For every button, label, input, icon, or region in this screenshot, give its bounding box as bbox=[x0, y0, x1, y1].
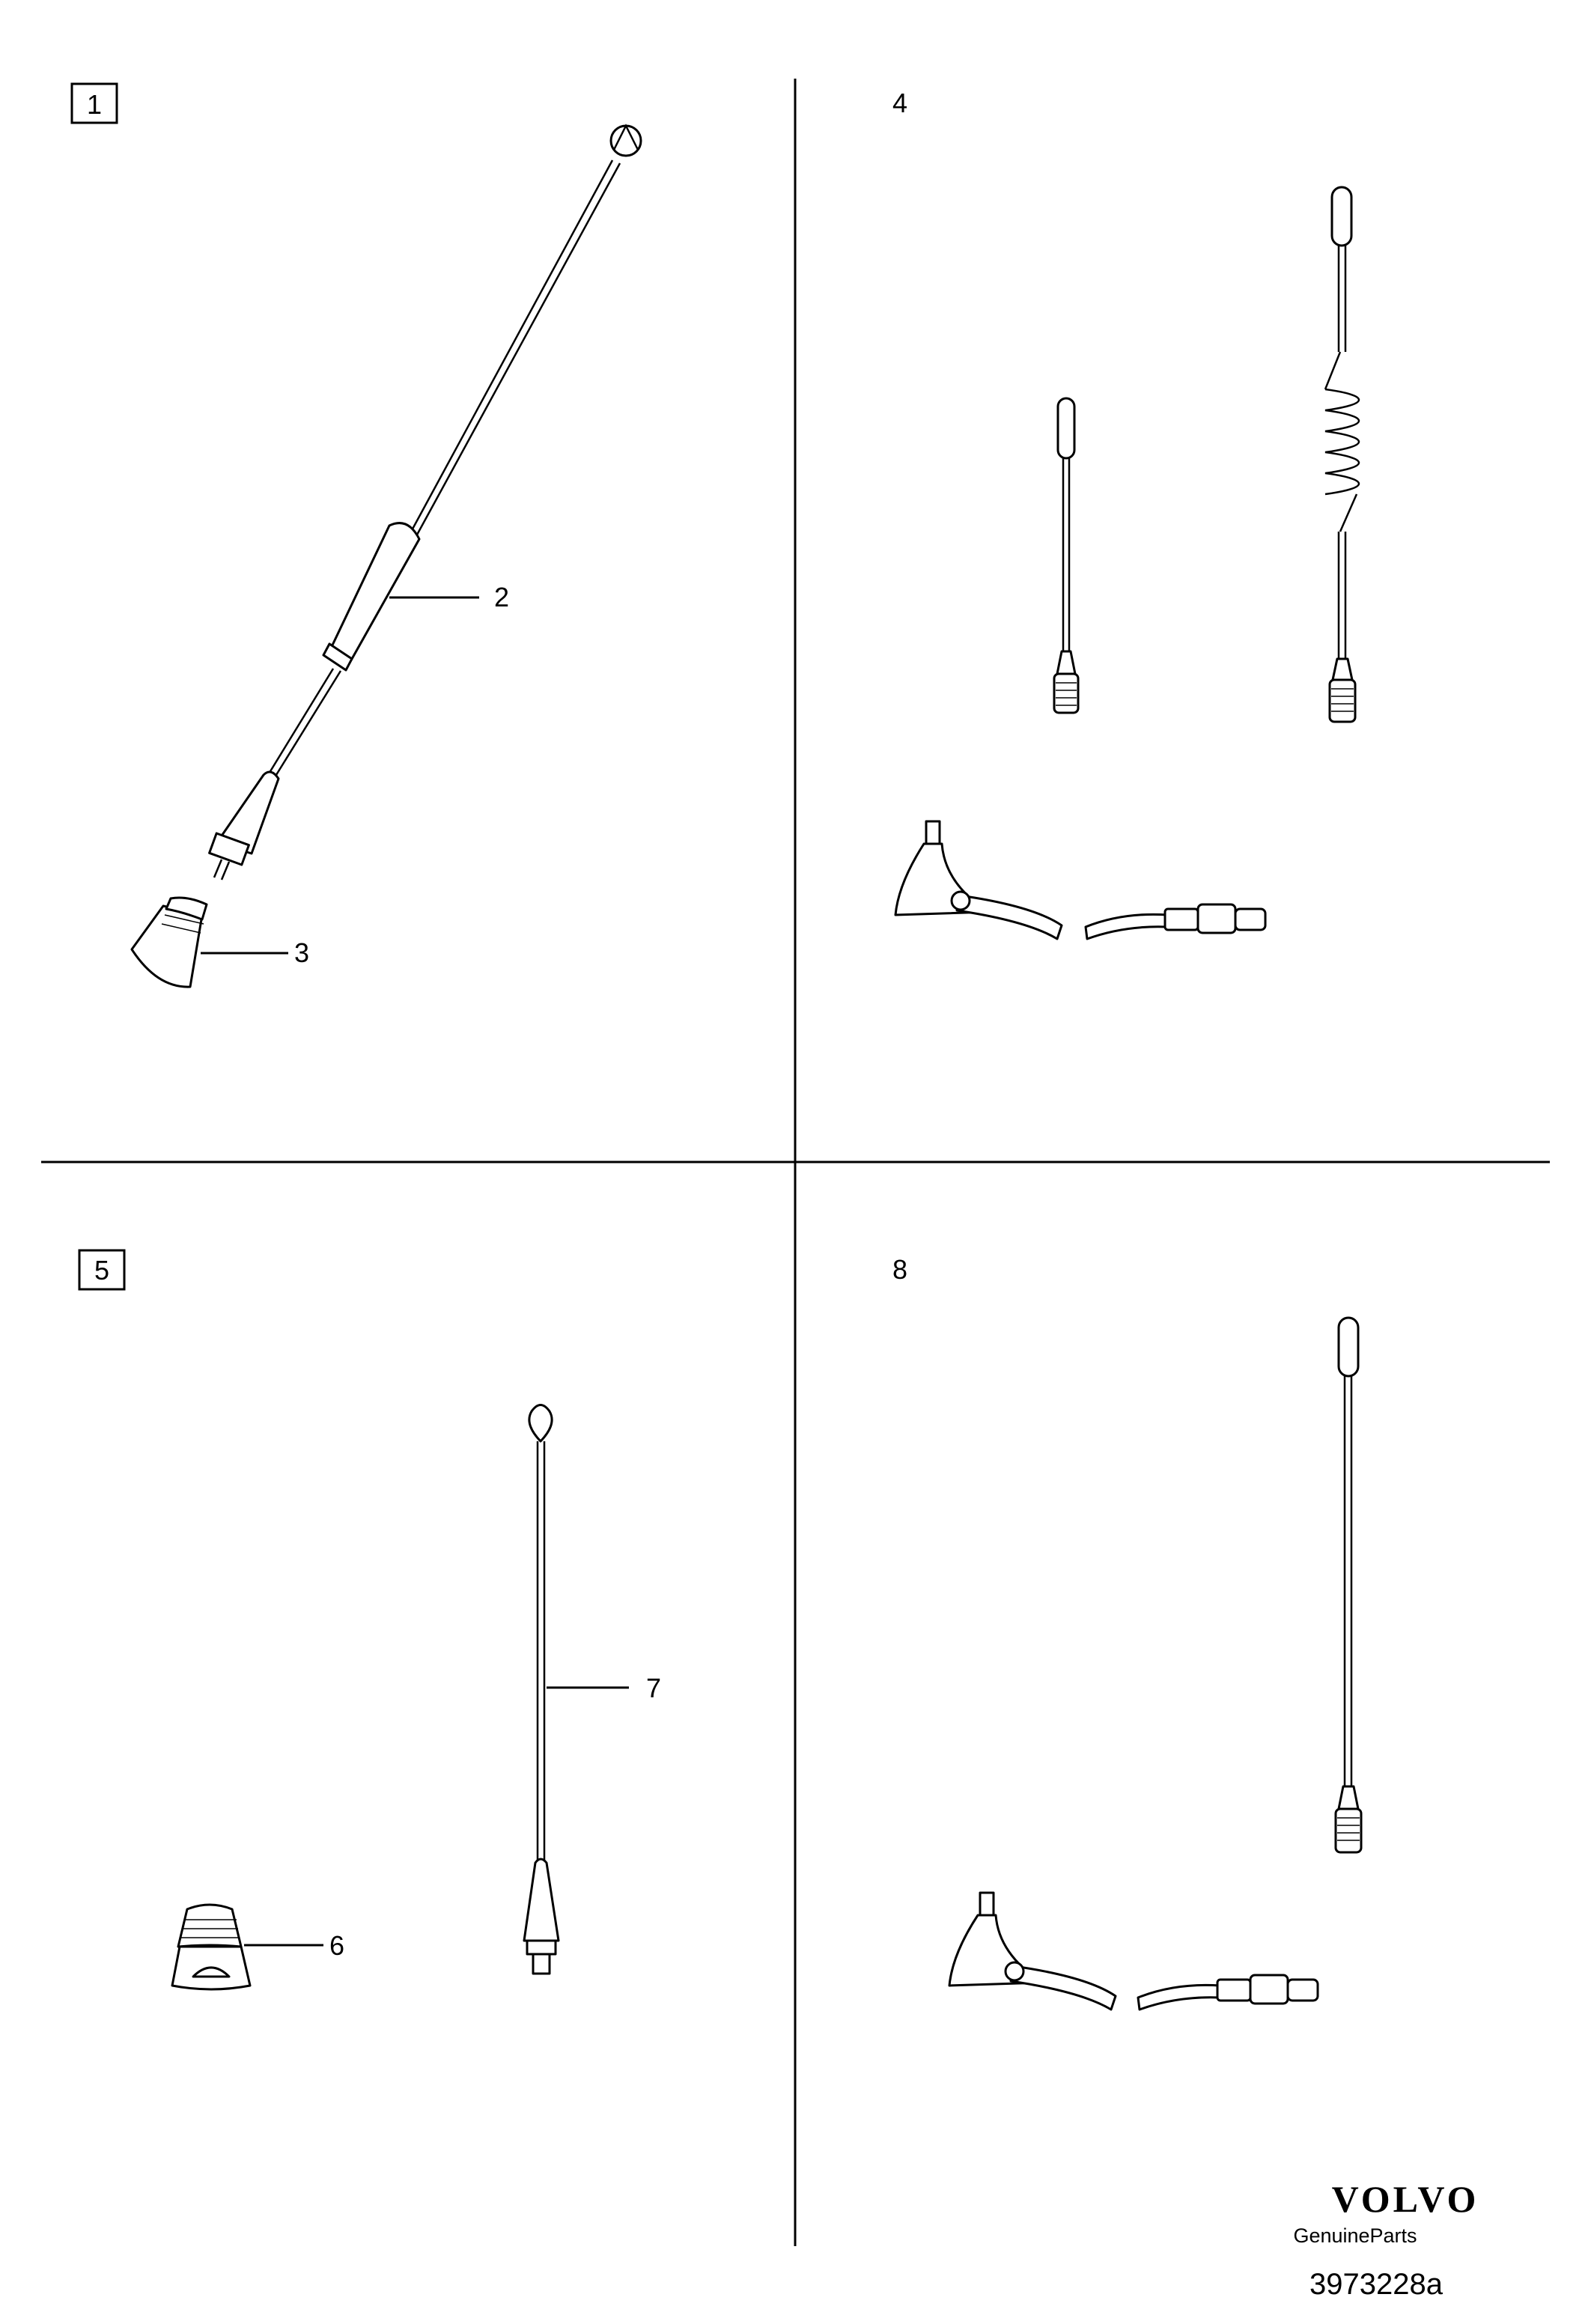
cable-connector-icon bbox=[1084, 903, 1267, 940]
panel-5-marker: 5 bbox=[94, 1255, 109, 1286]
panel-4-marker: 4 bbox=[892, 88, 907, 118]
cable-connector-icon bbox=[1137, 1974, 1319, 2011]
rod-antenna-icon bbox=[1334, 1316, 1363, 1854]
rod-antenna-icon bbox=[523, 1404, 560, 1975]
callout-6: 6 bbox=[329, 1930, 344, 1961]
panel-1-marker: 1 bbox=[87, 89, 102, 120]
panel-1: 1 2 bbox=[70, 82, 642, 988]
rod-antenna-icon bbox=[208, 124, 642, 880]
panel-8-marker: 8 bbox=[892, 1254, 907, 1285]
callout-7: 7 bbox=[646, 1673, 661, 1703]
diagram-reference: 3973228a bbox=[1309, 2268, 1444, 2301]
short-rod-antenna-icon bbox=[1053, 397, 1080, 714]
spring-antenna-icon bbox=[1324, 186, 1360, 723]
panel-5-marker-box bbox=[78, 1249, 126, 1291]
panel-1-marker-box bbox=[70, 82, 118, 124]
panel-5: 5 7 6 bbox=[78, 1249, 661, 1991]
brand-subtitle: GenuineParts bbox=[1293, 2224, 1417, 2247]
callout-3: 3 bbox=[294, 937, 309, 968]
panel-8: 8 bbox=[892, 1254, 1363, 2011]
antenna-cap-icon bbox=[130, 896, 208, 988]
antenna-base-icon bbox=[894, 820, 1063, 940]
antenna-base-icon bbox=[948, 1891, 1117, 2011]
brand-name: VOLVO bbox=[1332, 2178, 1479, 2220]
antenna-cap-icon bbox=[171, 1903, 252, 1991]
panel-4: 4 bbox=[892, 88, 1360, 940]
brand-logo: VOLVO GenuineParts bbox=[1293, 2178, 1479, 2247]
callout-2: 2 bbox=[494, 582, 509, 612]
